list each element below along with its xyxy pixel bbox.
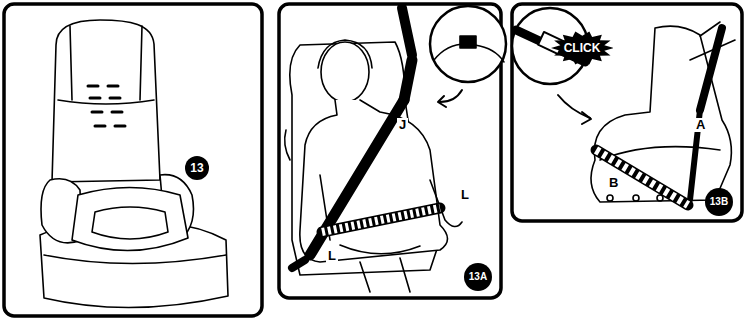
part-letter: B: [607, 176, 620, 190]
callout-number: 13A: [464, 263, 492, 291]
seated-child: [285, 6, 506, 292]
callout-number: 13: [185, 156, 209, 180]
part-letter: J: [397, 118, 408, 132]
panel-frame: [4, 4, 262, 316]
panel-frame: [279, 4, 501, 298]
callout-text: 13: [190, 161, 203, 175]
part-letter: A: [694, 118, 707, 132]
panel-frame: [512, 4, 742, 221]
callout-text: 13B: [710, 196, 728, 207]
sound-word: CLICK: [564, 41, 601, 55]
part-letter: L: [459, 188, 471, 202]
callout-number: 13B: [705, 188, 733, 216]
callout-text: 13A: [469, 271, 487, 282]
part-letter: L: [326, 249, 338, 263]
car-seat: [40, 20, 228, 308]
seat-belt-routing: [512, 8, 735, 205]
click-burst: CLICK: [551, 31, 614, 65]
burst-shape: [551, 31, 614, 64]
